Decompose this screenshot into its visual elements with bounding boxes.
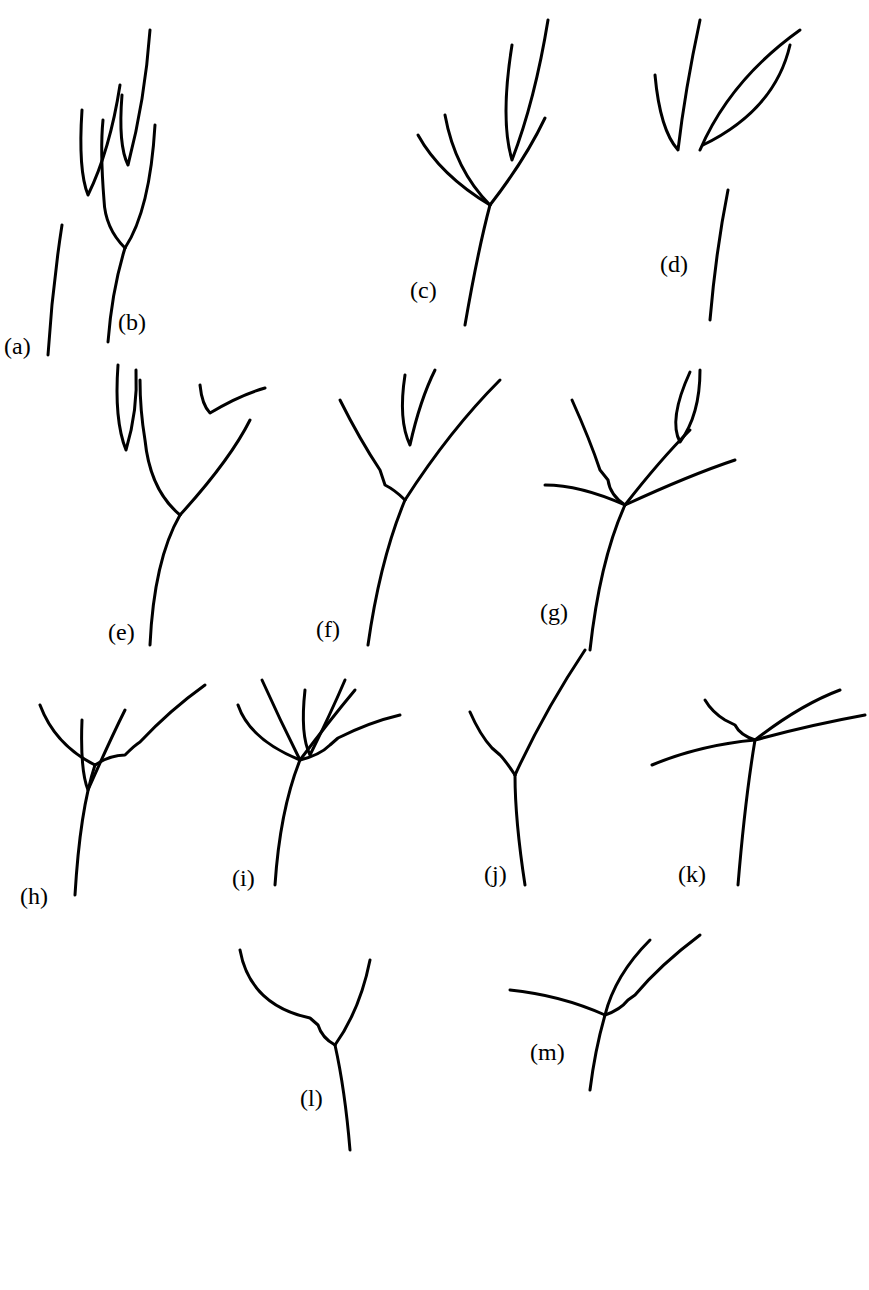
branch-figure-h bbox=[40, 685, 205, 895]
branch-figure-a bbox=[48, 85, 120, 355]
panel-label: (d) bbox=[660, 252, 688, 276]
panel-label: (l) bbox=[300, 1086, 323, 1110]
panel-label: (b) bbox=[118, 310, 146, 334]
branch-figure-d bbox=[655, 20, 800, 320]
branch-figure-m bbox=[510, 935, 700, 1090]
branch-figure-b bbox=[102, 30, 155, 342]
panel-label: (j) bbox=[484, 862, 507, 886]
panel-label: (h) bbox=[20, 884, 48, 908]
branch-figure-g bbox=[545, 370, 735, 650]
panel-label: (g) bbox=[540, 600, 568, 624]
branch-figure-f bbox=[340, 370, 500, 645]
panel-label: (c) bbox=[410, 278, 437, 302]
panel-label: (a) bbox=[4, 334, 31, 358]
panel-label: (k) bbox=[678, 862, 706, 886]
panel-label: (e) bbox=[108, 620, 135, 644]
branch-figure-l bbox=[240, 950, 370, 1150]
branch-figure-j bbox=[470, 650, 585, 885]
branch-figure-c bbox=[418, 20, 548, 325]
panel-label: (i) bbox=[232, 866, 255, 890]
branch-figure-k bbox=[652, 690, 865, 885]
branch-figure-i bbox=[238, 680, 400, 885]
panel-label: (m) bbox=[530, 1040, 565, 1064]
branch-figure-e bbox=[117, 365, 265, 645]
panel-label: (f) bbox=[316, 617, 340, 641]
